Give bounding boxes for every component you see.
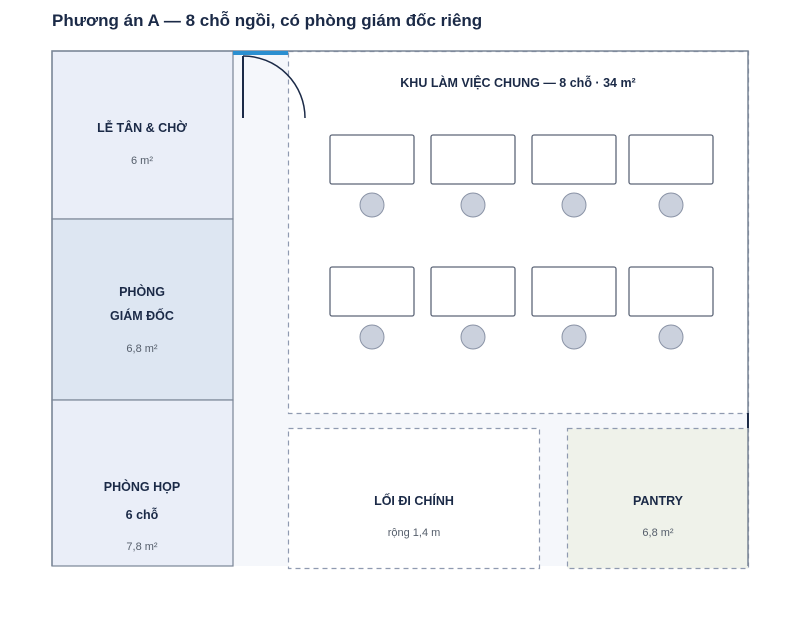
chair (658, 192, 684, 218)
page-title: Phương án A — 8 chỗ ngồi, có phòng giám … (52, 11, 483, 30)
corridor-label: LỐI ĐI CHÍNH (374, 493, 454, 508)
corridor-width: rộng 1,4 m (388, 527, 441, 539)
director-label-line1: PHÒNG (119, 284, 165, 299)
desk (531, 134, 617, 185)
director-room (51, 218, 234, 401)
desk (430, 134, 516, 185)
workspace-area (287, 50, 750, 415)
chair (359, 324, 385, 350)
outer-wall (51, 50, 749, 566)
door-swing-arc (242, 55, 306, 119)
meeting-area: 7,8 m² (126, 541, 158, 553)
workstations-group (329, 134, 714, 350)
chair (460, 324, 486, 350)
chair (359, 192, 385, 218)
chair (561, 192, 587, 218)
meeting-room (51, 399, 234, 567)
desk (628, 266, 714, 317)
reception-area: 6 m² (131, 155, 153, 167)
chair (460, 192, 486, 218)
reception-room (51, 50, 234, 220)
chair (561, 324, 587, 350)
workspace-label: KHU LÀM VIỆC CHUNG — 8 chỗ · 34 m² (400, 75, 635, 90)
desk (329, 266, 415, 317)
chair (658, 324, 684, 350)
desk (531, 266, 617, 317)
desk (628, 134, 714, 185)
desk (430, 266, 516, 317)
pantry-label: PANTRY (633, 494, 684, 508)
pantry-room (566, 427, 750, 570)
reception-label: LỄ TÂN & CHỜ (97, 120, 187, 135)
main-corridor (287, 427, 541, 570)
meeting-label-line1: PHÒNG HỌP (104, 479, 180, 494)
pantry-area: 6,8 m² (642, 527, 674, 539)
desk (329, 134, 415, 185)
director-label-line2: GIÁM ĐỐC (110, 308, 174, 323)
director-area: 6,8 m² (126, 343, 158, 355)
meeting-label-line2: 6 chỗ (126, 507, 159, 522)
